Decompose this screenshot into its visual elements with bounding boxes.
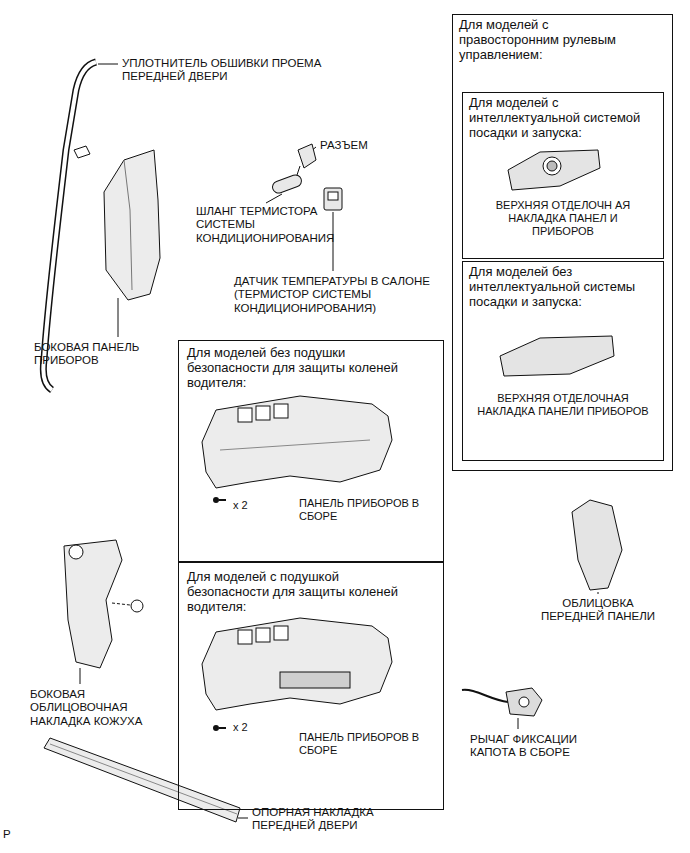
condition-heading: Для моделей с подушкой безопасности для …: [187, 569, 423, 615]
upper-trim: [500, 336, 614, 376]
upper-trim-smart: [508, 150, 600, 190]
part-name: ПАНЕЛЬ ПРИБОРОВ В СБОРЕ: [299, 497, 435, 523]
front-panel-trim: [572, 500, 622, 590]
hood-release-lever: [462, 688, 542, 716]
instrument-panel-assy: [202, 396, 392, 503]
cowl-side-trim: [64, 540, 143, 668]
condition-frame: Для моделей без интеллектуальной системы…: [462, 261, 664, 461]
part-label: РАЗЪЕМ: [320, 139, 400, 152]
part-name: ВЕРХНЯЯ ОТДЕЛОЧНАЯ НАКЛАДКА ПАНЕЛИ ПРИБО…: [477, 392, 649, 418]
condition-frame: Для моделей с интеллектуальной системой …: [462, 92, 664, 259]
part-label: БОКОВАЯ ПАНЕЛЬ ПРИБОРОВ: [34, 341, 164, 368]
condition-heading: Для моделей без подушки безопасности для…: [187, 345, 423, 391]
instrument-panel-assy: [202, 618, 392, 731]
part-name: ВЕРХНЯЯ ОТДЕЛОЧН АЯ НАКЛАДКА ПАНЕЛ И ПРИ…: [477, 199, 649, 238]
part-label: БОКОВАЯ ОБЛИЦОВОЧНАЯ НАКЛАДКА КОЖУХА: [30, 688, 145, 728]
condition-frame: Для моделей с подушкой безопасности для …: [178, 562, 444, 810]
part-label: РЫЧАГ ФИКСАЦИИ КАПОТА В СБОРЕ: [470, 733, 600, 760]
part-label: ОБЛИЦОВКА ПЕРЕДНЕЙ ПАНЕЛИ: [532, 597, 664, 624]
condition-heading: Для моделей с правосторонним рулевым упр…: [459, 17, 629, 63]
thermistor-parts: [271, 144, 342, 210]
part-label: ШЛАНГ ТЕРМИСТОРА СИСТЕМЫ КОНДИЦИОНИРОВАН…: [196, 205, 346, 245]
part-label: УПЛОТНИТЕЛЬ ОБШИВКИ ПРОЕМА ПЕРЕДНЕЙ ДВЕР…: [122, 57, 342, 84]
condition-heading: Для моделей без интеллектуальной системы…: [469, 264, 657, 310]
quantity: x 2: [233, 721, 263, 734]
condition-frame: Для моделей без подушки безопасности для…: [178, 340, 444, 562]
door-weatherstrip: [43, 62, 96, 390]
part-label: ОПОРНАЯ НАКЛАДКА ПЕРЕДНЕЙ ДВЕРИ: [252, 806, 422, 833]
part-name: ПАНЕЛЬ ПРИБОРОВ В СБОРЕ: [299, 731, 435, 757]
part-label: ДАТЧИК ТЕМПЕРАТУРЫ В САЛОНЕ (ТЕРМИСТОР С…: [234, 275, 446, 315]
quantity: x 2: [233, 499, 263, 512]
figure-code: P: [3, 828, 19, 841]
condition-heading: Для моделей с интеллектуальной системой …: [469, 95, 657, 141]
condition-frame: Для моделей с правосторонним рулевым упр…: [452, 14, 673, 471]
side-panel: [104, 150, 160, 300]
